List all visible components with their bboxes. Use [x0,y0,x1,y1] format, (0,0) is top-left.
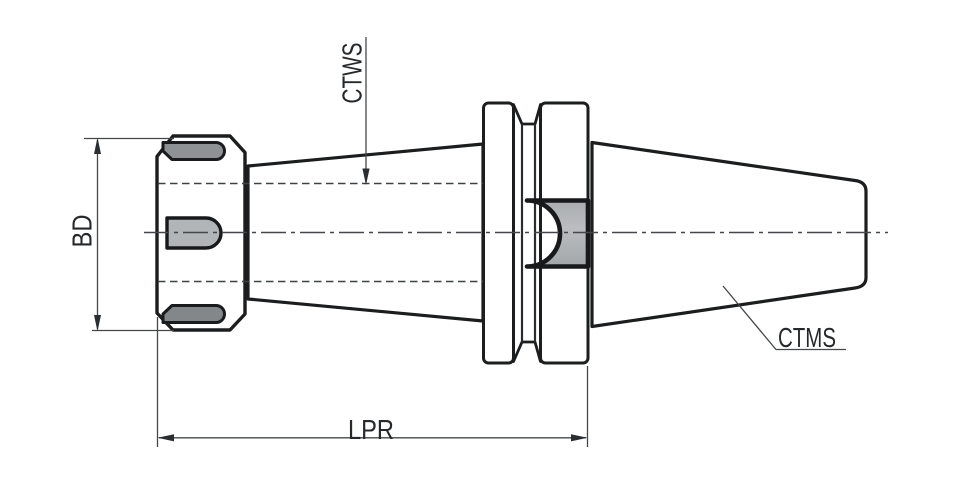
nut-wrench-slot-top [161,141,226,161]
ctms-leader-line [722,285,846,351]
drive-key-slot [524,198,591,269]
callout-ctws: CTWS [337,37,370,185]
ctws-arrowhead [362,168,370,185]
bd-arrowhead-bottom [94,315,101,332]
nut-wrench-slot-bottom [161,304,226,324]
bd-arrowhead-top [94,137,101,154]
ctms-label: CTMS [778,322,836,353]
lpr-label: LPR [348,414,394,445]
dimension-lpr: LPR [156,317,589,447]
lpr-arrowhead-right [571,434,588,442]
lpr-arrowhead-left [157,434,174,442]
taper-shank [590,140,868,329]
dimension-bd: BD [67,137,174,332]
bd-label: BD [67,215,98,248]
ctws-label: CTWS [337,43,368,104]
callout-ctms: CTMS [722,285,846,353]
